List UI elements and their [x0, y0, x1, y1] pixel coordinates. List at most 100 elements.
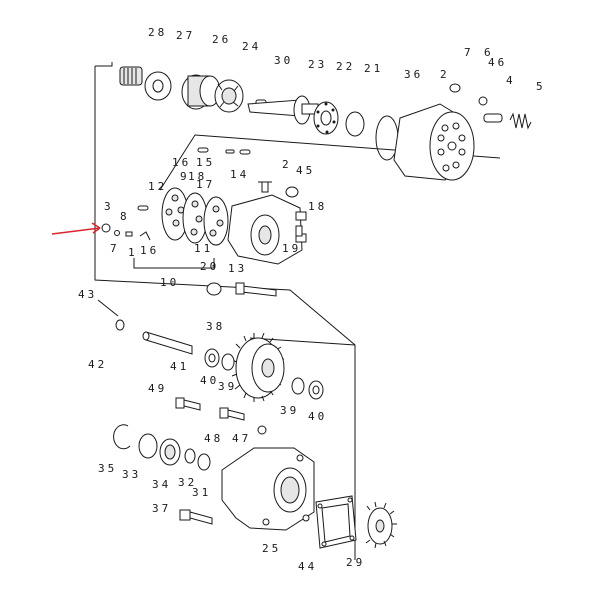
pump-body-13: [227, 194, 307, 265]
seal-ring-45: [285, 186, 299, 198]
label-34: 34: [152, 478, 171, 491]
bolt-48: [219, 407, 245, 421]
label-37: 37: [152, 502, 171, 515]
bearing-cone-24: [214, 79, 244, 113]
label-43: 43: [78, 288, 97, 301]
label-41: 41: [170, 360, 189, 373]
label-2b: 2: [282, 158, 292, 171]
label-28: 28: [148, 26, 167, 39]
label-17a: 17: [196, 178, 215, 191]
label-38: 38: [206, 320, 225, 333]
label-5: 5: [536, 80, 546, 93]
label-48: 48: [204, 432, 223, 445]
label-9: 9: [180, 170, 190, 183]
label-45: 45: [296, 164, 315, 177]
washer-40a: [204, 348, 220, 368]
label-18a: 18: [188, 170, 207, 183]
pin-43: [97, 299, 119, 317]
bracket-10: [133, 258, 215, 269]
label-39b: 39: [280, 404, 299, 417]
dowel-pins-16: [197, 147, 251, 155]
label-32: 32: [178, 476, 197, 489]
label-30: 30: [274, 54, 293, 67]
bolt-19: [235, 282, 277, 297]
plug-47: [257, 425, 267, 435]
label-10: 10: [160, 276, 179, 289]
seal-34: [159, 438, 181, 466]
washer-40b: [308, 380, 324, 400]
label-46: 46: [488, 56, 507, 69]
label-35: 35: [98, 462, 117, 475]
label-22: 22: [336, 60, 355, 73]
pin-12: [137, 205, 149, 211]
label-11: 11: [194, 242, 213, 255]
valve-4: [483, 113, 503, 123]
red-pointer-arrow-icon: [51, 222, 101, 235]
label-42: 42: [88, 358, 107, 371]
label-24: 24: [242, 40, 261, 53]
label-1: 1: [128, 246, 138, 259]
label-13: 13: [228, 262, 247, 275]
nut-20: [206, 282, 222, 296]
small-parts-3-8-7: [101, 223, 151, 241]
label-21: 21: [364, 62, 383, 75]
gear-38: [231, 332, 285, 402]
ring-46: [478, 96, 488, 106]
o-ring-small-2: [449, 83, 461, 93]
needle-bearing-28: [119, 66, 143, 86]
label-40a: 40: [200, 374, 219, 387]
label-26: 26: [212, 33, 231, 46]
label-2: 2: [440, 68, 450, 81]
gasket-44: [315, 495, 357, 549]
label-16a: 16: [172, 156, 191, 169]
label-44: 44: [298, 560, 317, 573]
label-15: 15: [196, 156, 215, 169]
label-7: 7: [464, 46, 474, 59]
label-7b: 7: [110, 242, 120, 255]
label-27: 27: [176, 29, 195, 42]
screw-14: [258, 181, 272, 193]
screw-18: [295, 225, 303, 237]
label-39a: 39: [218, 380, 237, 393]
shaft-41: [142, 331, 193, 355]
bolt-37: [179, 509, 213, 525]
bolt-49: [175, 397, 201, 411]
label-33: 33: [122, 468, 141, 481]
label-29: 29: [346, 556, 365, 569]
ring-32: [184, 448, 196, 464]
label-16b: 16: [140, 244, 159, 257]
drive-shaft-23: [247, 95, 319, 125]
label-14: 14: [230, 168, 249, 181]
washer-21: [345, 111, 365, 137]
frame-lines: [94, 62, 501, 560]
ring-42: [115, 319, 125, 331]
spring-5: [509, 112, 532, 130]
part-labels: 28 27 26 24 30 23 22 21 36 2 7 6 46 4 5 …: [78, 26, 546, 573]
ring-33: [138, 433, 158, 459]
bearing-39a: [221, 353, 235, 371]
plate-2: [203, 196, 229, 246]
label-8: 8: [120, 210, 130, 223]
bearing-39b: [291, 377, 305, 395]
snap-ring-35: [113, 424, 131, 450]
label-19: 19: [282, 242, 301, 255]
label-47: 47: [232, 432, 251, 445]
gear-29: [365, 501, 397, 549]
pump-cover: [393, 103, 475, 181]
ball-bearing-22: [313, 101, 339, 135]
label-25: 25: [262, 542, 281, 555]
label-36: 36: [404, 68, 423, 81]
label-12: 12: [148, 180, 167, 193]
label-6: 6: [484, 46, 494, 59]
label-20: 20: [200, 260, 219, 273]
label-23: 23: [308, 58, 327, 71]
bearing-cup-26: [181, 74, 221, 110]
bushing-27: [144, 71, 172, 101]
label-31: 31: [192, 486, 211, 499]
label-49: 49: [148, 382, 167, 395]
rotor-17: [182, 192, 208, 244]
housing-25: [221, 447, 315, 531]
label-18b: 18: [308, 200, 327, 213]
